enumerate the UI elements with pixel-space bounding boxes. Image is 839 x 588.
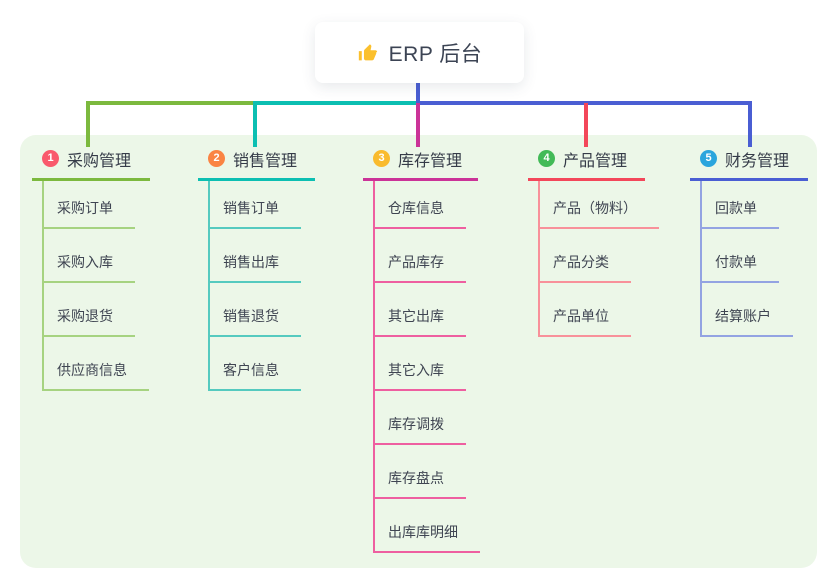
thumbs-up-icon bbox=[357, 42, 379, 64]
branch-sales: 2 销售管理 销售订单 销售出库 销售退货 客户信息 bbox=[198, 146, 315, 391]
child-node[interactable]: 其它入库 bbox=[375, 337, 466, 391]
connector-horizontal-green bbox=[86, 101, 257, 105]
connector-drop-product bbox=[584, 103, 588, 147]
child-node[interactable]: 付款单 bbox=[702, 229, 779, 283]
child-node[interactable]: 出库库明细 bbox=[375, 499, 480, 553]
branch-purchase: 1 采购管理 采购订单 采购入库 采购退货 供应商信息 bbox=[32, 146, 150, 391]
badge-number-icon: 4 bbox=[538, 150, 555, 167]
branch-label: 采购管理 bbox=[67, 152, 132, 170]
branch-children-finance: 回款单 付款单 结算账户 bbox=[700, 181, 808, 337]
branch-children-inventory: 仓库信息 产品库存 其它出库 其它入库 库存调拨 库存盘点 出库库明细 bbox=[373, 181, 480, 553]
branch-label: 销售管理 bbox=[233, 152, 298, 170]
branch-node-sales[interactable]: 2 销售管理 bbox=[198, 146, 315, 181]
connector-root-drop bbox=[416, 83, 420, 103]
child-node[interactable]: 供应商信息 bbox=[44, 337, 149, 391]
root-node-label: ERP 后台 bbox=[388, 42, 483, 66]
connector-drop-finance bbox=[748, 101, 752, 147]
branch-label: 库存管理 bbox=[398, 152, 463, 170]
child-node[interactable]: 仓库信息 bbox=[375, 181, 466, 229]
child-node[interactable]: 回款单 bbox=[702, 181, 779, 229]
branch-children-purchase: 采购订单 采购入库 采购退货 供应商信息 bbox=[42, 181, 150, 391]
branch-finance: 5 财务管理 回款单 付款单 结算账户 bbox=[690, 146, 808, 337]
branch-inventory: 3 库存管理 仓库信息 产品库存 其它出库 其它入库 库存调拨 库存盘点 出库库… bbox=[363, 146, 480, 553]
child-node[interactable]: 产品单位 bbox=[540, 283, 631, 337]
root-node-erp[interactable]: ERP 后台 bbox=[315, 22, 524, 83]
child-node[interactable]: 客户信息 bbox=[210, 337, 301, 391]
badge-number-icon: 1 bbox=[42, 150, 59, 167]
branch-node-inventory[interactable]: 3 库存管理 bbox=[363, 146, 478, 181]
child-node[interactable]: 结算账户 bbox=[702, 283, 793, 337]
branch-label: 财务管理 bbox=[725, 152, 790, 170]
badge-number-icon: 3 bbox=[373, 150, 390, 167]
child-node[interactable]: 其它出库 bbox=[375, 283, 466, 337]
child-node[interactable]: 采购退货 bbox=[44, 283, 135, 337]
branch-product: 4 产品管理 产品（物料） 产品分类 产品单位 bbox=[528, 146, 659, 337]
branch-node-finance[interactable]: 5 财务管理 bbox=[690, 146, 808, 181]
connector-horizontal-teal bbox=[253, 101, 418, 105]
connector-drop-sales bbox=[253, 101, 257, 147]
child-node[interactable]: 产品分类 bbox=[540, 229, 631, 283]
child-node[interactable]: 销售订单 bbox=[210, 181, 301, 229]
child-node[interactable]: 产品（物料） bbox=[540, 181, 659, 229]
connector-drop-inventory bbox=[416, 103, 420, 147]
child-node[interactable]: 采购入库 bbox=[44, 229, 135, 283]
child-node[interactable]: 销售退货 bbox=[210, 283, 301, 337]
child-node[interactable]: 产品库存 bbox=[375, 229, 466, 283]
child-node[interactable]: 销售出库 bbox=[210, 229, 301, 283]
connector-drop-purchase bbox=[86, 101, 90, 147]
branches-panel bbox=[20, 135, 817, 568]
badge-number-icon: 2 bbox=[208, 150, 225, 167]
child-node[interactable]: 库存调拨 bbox=[375, 391, 466, 445]
child-node[interactable]: 采购订单 bbox=[44, 181, 135, 229]
branch-label: 产品管理 bbox=[563, 152, 628, 170]
branch-node-purchase[interactable]: 1 采购管理 bbox=[32, 146, 150, 181]
branch-children-product: 产品（物料） 产品分类 产品单位 bbox=[538, 181, 659, 337]
branch-children-sales: 销售订单 销售出库 销售退货 客户信息 bbox=[208, 181, 315, 391]
child-node[interactable]: 库存盘点 bbox=[375, 445, 466, 499]
badge-number-icon: 5 bbox=[700, 150, 717, 167]
branch-node-product[interactable]: 4 产品管理 bbox=[528, 146, 645, 181]
